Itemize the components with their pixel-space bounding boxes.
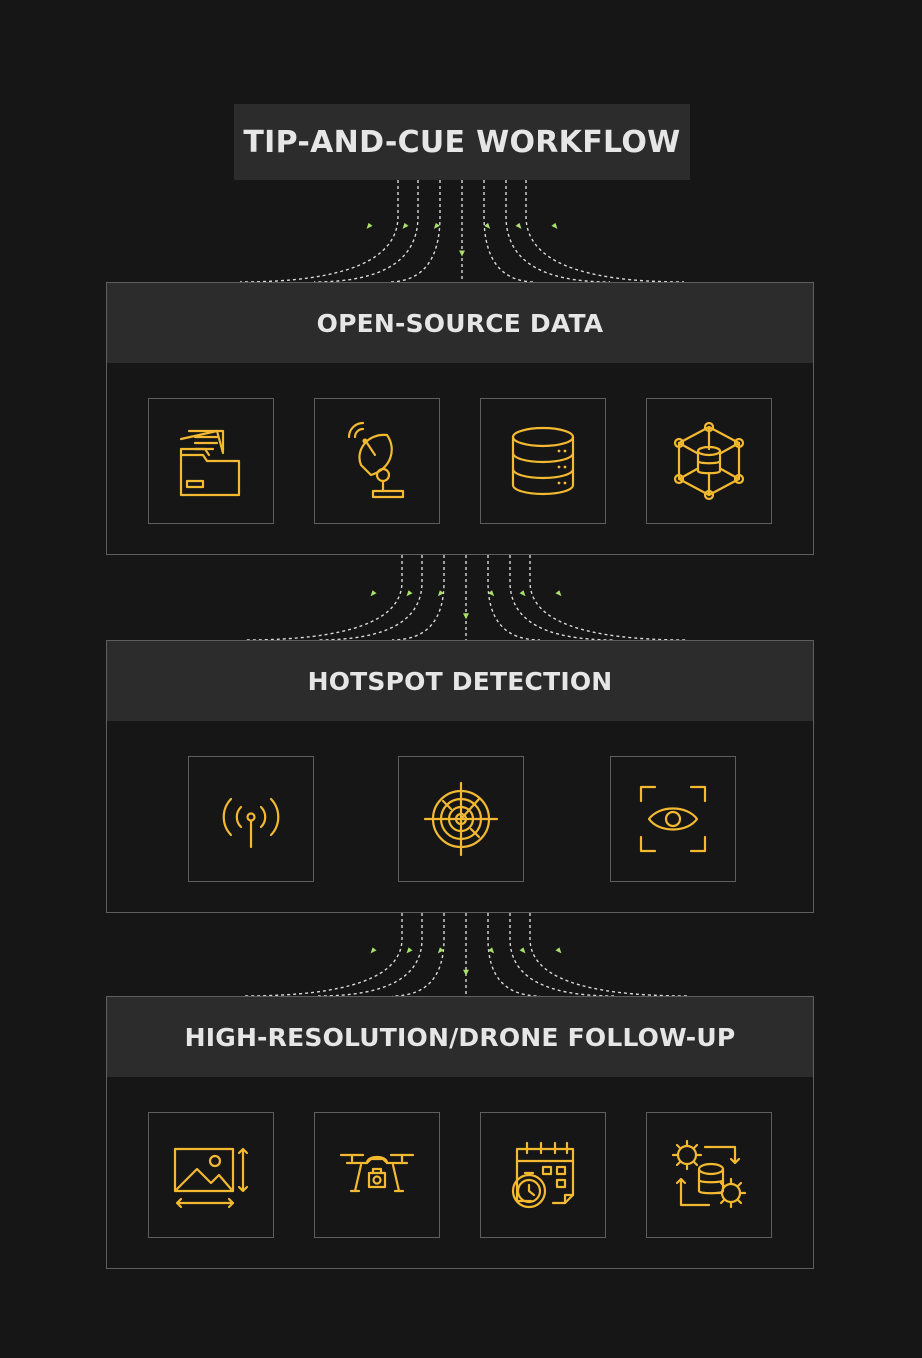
satellite-dish-icon: [314, 398, 440, 524]
section-header: HOTSPOT DETECTION: [107, 641, 813, 721]
connector-arrow: [463, 613, 469, 620]
connector-dashed-line: [529, 555, 689, 641]
connector-dashed-line: [239, 180, 399, 283]
workflow-title-box: TIP-AND-CUE WORKFLOW: [234, 104, 690, 180]
connector-dashed-line: [509, 913, 615, 997]
section-title: HIGH-RESOLUTION/DRONE FOLLOW-UP: [184, 1022, 736, 1052]
connector-arrow: [437, 590, 444, 597]
connector-dashed-line: [317, 913, 423, 997]
connector-dashed-line: [313, 180, 419, 283]
connector-arrow: [370, 590, 377, 597]
eye-scan-icon: [610, 756, 736, 882]
section-open-source-data: OPEN-SOURCE DATA: [106, 282, 814, 555]
connector-arrow: [433, 222, 440, 229]
connector-dashed-line: [391, 913, 445, 997]
connector-arrow: [488, 590, 495, 597]
connector-dashed-line: [487, 913, 541, 997]
connector-dashed-line: [505, 180, 611, 283]
drone-camera-icon: [314, 1112, 440, 1238]
connector-arrow: [406, 947, 413, 954]
connector-arrow: [488, 947, 495, 954]
section-title: HOTSPOT DETECTION: [307, 666, 613, 696]
section-title: OPEN-SOURCE DATA: [316, 308, 604, 338]
connector-arrow: [515, 222, 522, 229]
connector-arrow: [555, 590, 562, 597]
calendar-clock-icon: [480, 1112, 606, 1238]
connector-dashed-line: [529, 913, 689, 997]
connector-dashed-line: [525, 180, 685, 283]
connector-arrow: [519, 947, 526, 954]
connector-arrow: [366, 222, 373, 229]
connector-arrow: [551, 222, 558, 229]
connector-dashed-line: [387, 180, 441, 283]
connector-dashed-line: [391, 555, 445, 641]
connector-arrow: [555, 947, 562, 954]
connector-dashed-line: [487, 555, 541, 641]
connector-dashed-line: [243, 555, 403, 641]
section-header: OPEN-SOURCE DATA: [107, 283, 813, 363]
connector-arrow: [370, 947, 377, 954]
connector-arrow: [437, 947, 444, 954]
database-icon: [480, 398, 606, 524]
connector-dashed-line: [243, 913, 403, 997]
section-hotspot-detection: HOTSPOT DETECTION: [106, 640, 814, 913]
workflow-title: TIP-AND-CUE WORKFLOW: [243, 124, 681, 160]
signal-tower-icon: [188, 756, 314, 882]
connector-arrow: [459, 250, 465, 257]
connector-dashed-line: [483, 180, 537, 283]
data-processing-icon: [646, 1112, 772, 1238]
section-high-resolution-drone: HIGH-RESOLUTION/DRONE FOLLOW-UP: [106, 996, 814, 1269]
connector-arrow: [519, 590, 526, 597]
image-resolution-icon: [148, 1112, 274, 1238]
connector-dashed-line: [317, 555, 423, 641]
section-header: HIGH-RESOLUTION/DRONE FOLLOW-UP: [107, 997, 813, 1077]
connector-dashed-line: [509, 555, 615, 641]
connector-arrow: [484, 222, 491, 229]
connector-arrow: [406, 590, 413, 597]
folder-documents-icon: [148, 398, 274, 524]
connector-arrow: [463, 969, 469, 976]
data-network-icon: [646, 398, 772, 524]
radar-target-icon: [398, 756, 524, 882]
connector-arrow: [402, 222, 409, 229]
